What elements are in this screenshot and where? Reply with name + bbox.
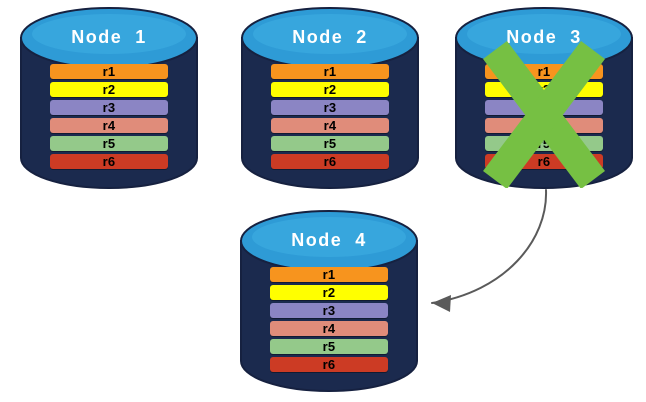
node-4-replica-r1[interactable]: r1	[270, 267, 388, 282]
node-2-replica-r5[interactable]: r5	[271, 136, 389, 151]
replica-label: r5	[322, 339, 336, 354]
node-4-replica-r2[interactable]: r2	[270, 285, 388, 300]
node-2-replica-r3[interactable]: r3	[271, 100, 389, 115]
node-1-top-highlight	[32, 14, 186, 54]
node-4-replica-list: r1 r2 r3 r4 r5 r6	[240, 267, 418, 372]
node-2-replica-list: r1 r2 r3 r4 r5 r6	[241, 64, 419, 169]
node-3-replica-list: r1 r2 r3 r4 r5 r6	[455, 64, 633, 169]
node-1-replica-r5[interactable]: r5	[50, 136, 168, 151]
replica-label: r6	[323, 154, 337, 169]
node-1-replica-list: r1 r2 r3 r4 r5 r6	[20, 64, 198, 169]
node-3-replica-r3[interactable]: r3	[485, 100, 603, 115]
rebuild-arrow-head	[432, 295, 451, 312]
node-1-replica-r2[interactable]: r2	[50, 82, 168, 97]
node-2-replica-r6[interactable]: r6	[271, 154, 389, 169]
node-3-replica-r5[interactable]: r5	[485, 136, 603, 151]
replica-label: r1	[537, 64, 551, 79]
replica-label: r6	[537, 154, 551, 169]
replica-label: r2	[323, 82, 337, 97]
replica-label: r3	[102, 100, 116, 115]
node-1-replica-r6[interactable]: r6	[50, 154, 168, 169]
replica-label: r4	[102, 118, 116, 133]
node-3-replica-r2[interactable]: r2	[485, 82, 603, 97]
replica-label: r2	[322, 285, 336, 300]
node-3-replica-r1[interactable]: r1	[485, 64, 603, 79]
replica-label: r5	[102, 136, 116, 151]
replica-label: r6	[102, 154, 116, 169]
node-3-replica-r4[interactable]: r4	[485, 118, 603, 133]
replica-label: r2	[537, 82, 551, 97]
replica-label: r3	[322, 303, 336, 318]
node-4-top-highlight	[252, 217, 406, 257]
replica-label: r1	[102, 64, 116, 79]
node-3-replica-r6[interactable]: r6	[485, 154, 603, 169]
node-1-replica-r1[interactable]: r1	[50, 64, 168, 79]
replica-label: r4	[537, 118, 551, 133]
replica-label: r6	[322, 357, 336, 372]
replica-label: r4	[323, 118, 337, 133]
node-4-replica-r6[interactable]: r6	[270, 357, 388, 372]
replica-label: r3	[537, 100, 551, 115]
replica-label: r5	[537, 136, 551, 151]
replica-label: r4	[322, 321, 336, 336]
node-1-replica-r3[interactable]: r3	[50, 100, 168, 115]
replica-label: r1	[323, 64, 337, 79]
node-2-replica-r1[interactable]: r1	[271, 64, 389, 79]
replica-label: r1	[322, 267, 336, 282]
node-3-top-highlight	[467, 14, 621, 54]
node-2-replica-r2[interactable]: r2	[271, 82, 389, 97]
replica-label: r5	[323, 136, 337, 151]
node-4-replica-r3[interactable]: r3	[270, 303, 388, 318]
node-4-replica-r4[interactable]: r4	[270, 321, 388, 336]
node-4-replica-r5[interactable]: r5	[270, 339, 388, 354]
replica-label: r3	[323, 100, 337, 115]
node-2-top-highlight	[253, 14, 407, 54]
node-1-replica-r4[interactable]: r4	[50, 118, 168, 133]
node-2-replica-r4[interactable]: r4	[271, 118, 389, 133]
replica-label: r2	[102, 82, 116, 97]
rebuild-arrow-curve	[431, 189, 548, 304]
